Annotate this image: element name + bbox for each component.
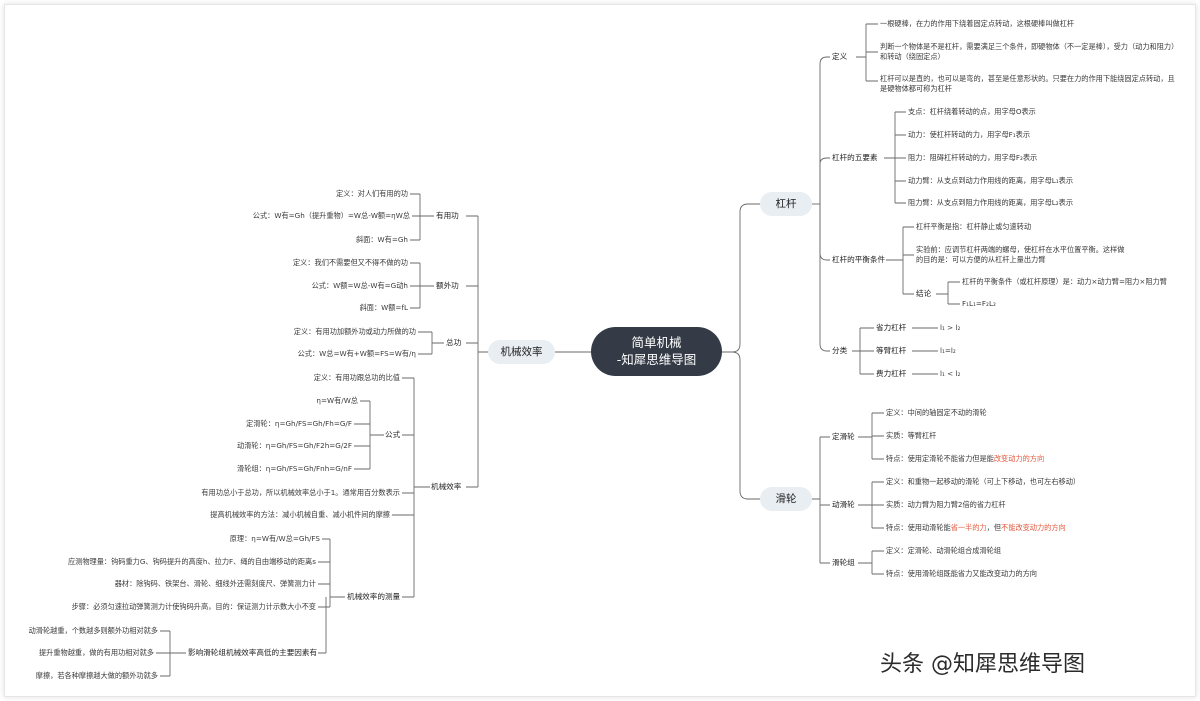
extra-work-label[interactable]: 额外功 (436, 281, 459, 290)
lever-element-item: 支点：杠杆绕着转动的点，用字母O表示 (908, 107, 1036, 116)
pulley-movable-item: 定义：和重物一起移动的滑轮（可上下移动，也可左右移动） (886, 477, 1081, 486)
measurement-item: 器材：除钩码、铁架台、滑轮、细线外还需刻度尺、弹簧测力计 (114, 579, 316, 588)
factor-item: 摩擦，若各种摩擦越大做的额外功就多 (35, 671, 158, 680)
lever-conclusion-label[interactable]: 结论 (916, 289, 932, 298)
class-type-value: l₁=l₂ (940, 346, 956, 355)
lever-balance-label[interactable]: 杠杆的平衡条件 (832, 255, 886, 264)
total-work-item: 公式：W总=W有+W额=FS=W有/η (297, 349, 416, 358)
lever-conclusion-item: F₁L₁=F₂L₂ (962, 299, 996, 308)
highlight-text: 不能改变动力的方向 (1001, 523, 1066, 532)
measurement-item: 应测物理量：钩码重力G、钩码提升的高度h、拉力F、绳的自由端移动的距离s (67, 557, 316, 566)
highlight-text: 改变动力的方向 (993, 454, 1045, 463)
extra-work-item: 公式：W额=W总-W有=G动h (311, 281, 408, 290)
lever-balance-item: 杠杆平衡是指：杠杆静止或匀速转动 (916, 222, 1032, 231)
lever-conclusion-item: 杠杆的平衡条件（或杠杆原理）是：动力×动力臂=阻力×阻力臂 (962, 277, 1167, 286)
class-type-value: l₁ > l₂ (940, 323, 961, 332)
pulley-fixed-item: 定义：中间的轴固定不动的滑轮 (886, 408, 987, 417)
useful-work-item: 公式：W有=Gh（提升重物）=W总-W额=ηW总 (252, 211, 410, 220)
extra-work-item: 斜面：W额=fL (359, 303, 408, 312)
lever-definition-label[interactable]: 定义 (832, 52, 848, 61)
mech-efficiency-note: 提高机械效率的方法：减小机械自重、减小机件间的摩擦 (210, 510, 390, 519)
factor-item: 提升重物越重，做的有用功相对就多 (38, 648, 154, 657)
pulley-fixed-item: 实质：等臂杠杆 (886, 431, 937, 440)
total-work-label[interactable]: 总功 (446, 338, 462, 347)
mech-efficiency-label[interactable]: 机械效率 (431, 482, 462, 491)
lever-definition-item: 判断一个物体是不是杠杆，需要满足三个条件，即硬物体（不一定是棒），受力（动力和阻… (880, 42, 1179, 61)
formula-item: 动滑轮：η=Gh/FS=Gh/F2h=G/2F (237, 441, 352, 450)
factors-label[interactable]: 影响滑轮组机械效率高低的主要因素有 (188, 648, 318, 657)
lever-definition-item: 一根硬棒，在力的作用下绕着固定点转动，这根硬棒叫做杠杆 (880, 19, 1075, 28)
class-type-label[interactable]: 费力杠杆 (876, 369, 907, 378)
measurement-item: 原理：η=W有/W总=Gh/FS (229, 534, 320, 543)
measurement-label[interactable]: 机械效率的测量 (347, 592, 401, 601)
pulley-movable-item: 实质：动力臂为阻力臂2倍的省力杠杆 (886, 500, 1006, 509)
pulley-movable-feature: 特点：使用动滑轮能省一半的力，但不能改变动力的方向 (886, 523, 1066, 532)
formula-item: 滑轮组：η=Gh/FS=Gh/Fnh=G/nF (237, 464, 352, 473)
root-title: 简单机械 (631, 335, 682, 350)
factor-item: 动滑轮越重，个数越多则额外功相对就多 (28, 626, 158, 635)
branch-pulley[interactable]: 滑轮 (760, 487, 812, 511)
pulley-fixed-label[interactable]: 定滑轮 (832, 432, 855, 441)
lever-five-elements-label[interactable]: 杠杆的五要素 (832, 153, 878, 162)
formula-label[interactable]: 公式 (385, 430, 401, 439)
pulley-fixed-feature: 特点：使用定滑轮不能省力但是能改变动力的方向 (886, 454, 1045, 463)
pulley-block-item: 定义：定滑轮、动滑轮组合成滑轮组 (886, 546, 1002, 555)
class-type-value: l₁ < l₂ (940, 369, 961, 378)
measurement-item: 步骤：必须匀速拉动弹簧测力计使钩码升高，目的：保证测力计示数大小不变 (71, 602, 316, 611)
root-node[interactable]: 简单机械 -知犀思维导图 (591, 327, 722, 376)
lever-element-item: 阻力臂：从支点到阻力作用线的距离，用字母L₂表示 (908, 198, 1074, 207)
useful-work-item: 斜面：W有=Gh (355, 235, 408, 244)
total-work-item: 定义：有用功加额外功或动力所做的功 (293, 327, 416, 336)
useful-work-label[interactable]: 有用功 (436, 211, 459, 220)
canvas-frame (4, 4, 1196, 697)
formula-item: 定滑轮：η=Gh/FS=Gh/Fh=G/F (246, 419, 352, 428)
root-subtitle: -知犀思维导图 (616, 352, 697, 367)
class-type-label[interactable]: 等臂杠杆 (876, 346, 907, 355)
lever-element-item: 阻力：阻碍杠杆转动的力，用字母F₂表示 (908, 153, 1038, 162)
branch-efficiency[interactable]: 机械效率 (488, 340, 555, 364)
class-type-label[interactable]: 省力杠杆 (876, 323, 907, 332)
formula-item: η=W有/W总 (316, 396, 358, 405)
mech-efficiency-definition: 定义：有用功跟总功的比值 (313, 373, 400, 382)
mech-efficiency-note: 有用功总小于总功，所以机械效率总小于1。通常用百分数表示 (201, 488, 400, 497)
pulley-block-item: 特点：使用滑轮组既能省力又能改变动力的方向 (886, 569, 1037, 578)
lever-definition-item: 杠杆可以是直的，也可以是弯的，甚至是任意形状的。只要在力的作用下能绕固定点转动，… (880, 74, 1175, 93)
lever-classification-label[interactable]: 分类 (832, 346, 848, 355)
pulley-movable-label[interactable]: 动滑轮 (832, 500, 855, 509)
watermark-text: 头条 @知犀思维导图 (880, 652, 1085, 677)
highlight-text: 省一半的力 (950, 523, 987, 532)
useful-work-item: 定义：对人们有用的功 (336, 189, 408, 198)
lever-balance-item: 实验前：应调节杠杆两端的螺母，使杠杆在水平位置平衡。这样做的目的是：可以方便的从… (916, 245, 1125, 264)
extra-work-item: 定义：我们不需要但又不得不做的功 (292, 258, 408, 267)
lever-element-item: 动力：使杠杆转动的力，用字母F₁表示 (908, 130, 1031, 139)
pulley-block-label[interactable]: 滑轮组 (832, 558, 855, 567)
branch-lever[interactable]: 杠杆 (760, 192, 812, 216)
lever-element-item: 动力臂：从支点到动力作用线的距离，用字母L₁表示 (908, 176, 1074, 185)
